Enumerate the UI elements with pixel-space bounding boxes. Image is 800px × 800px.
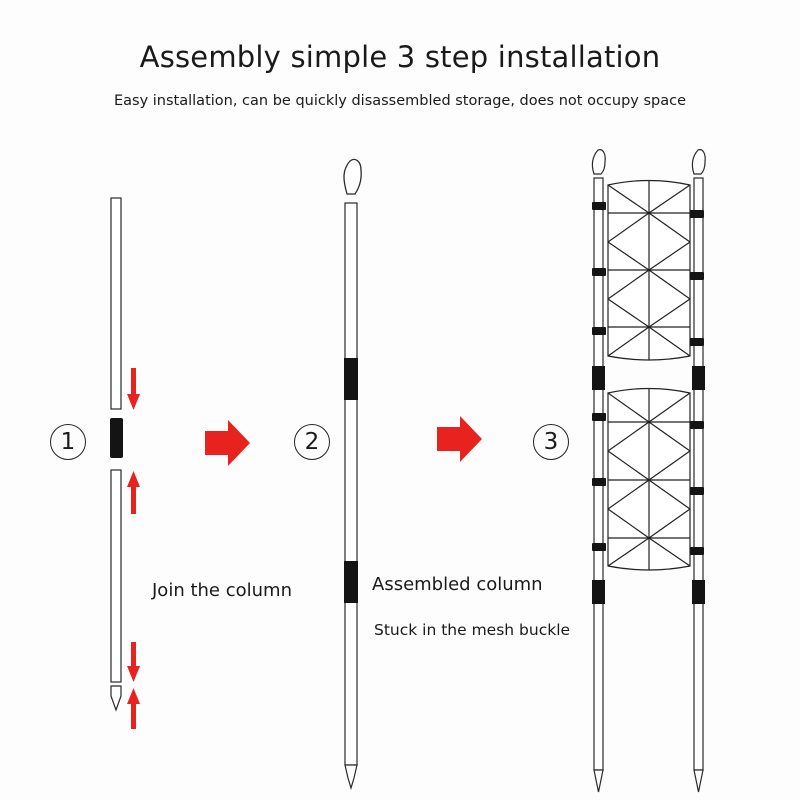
mesh-buckle: [592, 202, 704, 555]
step-2-caption: Assembled column: [372, 574, 543, 595]
arrow-up-icon: [127, 471, 140, 514]
bottom-tip: [344, 764, 358, 791]
upper-tube: [110, 197, 122, 410]
connector-sleeve: [110, 418, 123, 458]
tip-cap: [110, 685, 122, 712]
assembled-column: [343, 158, 362, 791]
lower-tube: [110, 469, 122, 683]
step-1-number: 1: [50, 424, 86, 460]
step-2-number: 2: [294, 424, 330, 460]
page-title: Assembly simple 3 step installation: [139, 40, 661, 74]
top-cap: [343, 158, 362, 195]
arrow-up-icon: [127, 688, 140, 729]
arrow-right-icon: [205, 420, 250, 466]
step-1-caption: Join the column: [152, 580, 292, 601]
mesh-panel: [607, 179, 691, 361]
step-3-caption: Stuck in the mesh buckle: [374, 621, 571, 639]
arrow-down-icon: [127, 642, 140, 682]
connector-sleeve: [344, 561, 358, 603]
left-pole: [593, 177, 604, 771]
page-subtitle: Easy installation, can be quickly disass…: [113, 93, 687, 109]
mesh-assembly: [591, 149, 706, 793]
column-tube: [344, 202, 358, 766]
arrow-down-icon: [127, 368, 140, 410]
mesh-panel: [607, 387, 691, 571]
right-pole: [693, 177, 704, 771]
step-1-parts: [110, 197, 140, 729]
step-3-number: 3: [533, 424, 569, 460]
arrow-right-icon: [437, 416, 482, 462]
connector-sleeve: [344, 358, 358, 400]
